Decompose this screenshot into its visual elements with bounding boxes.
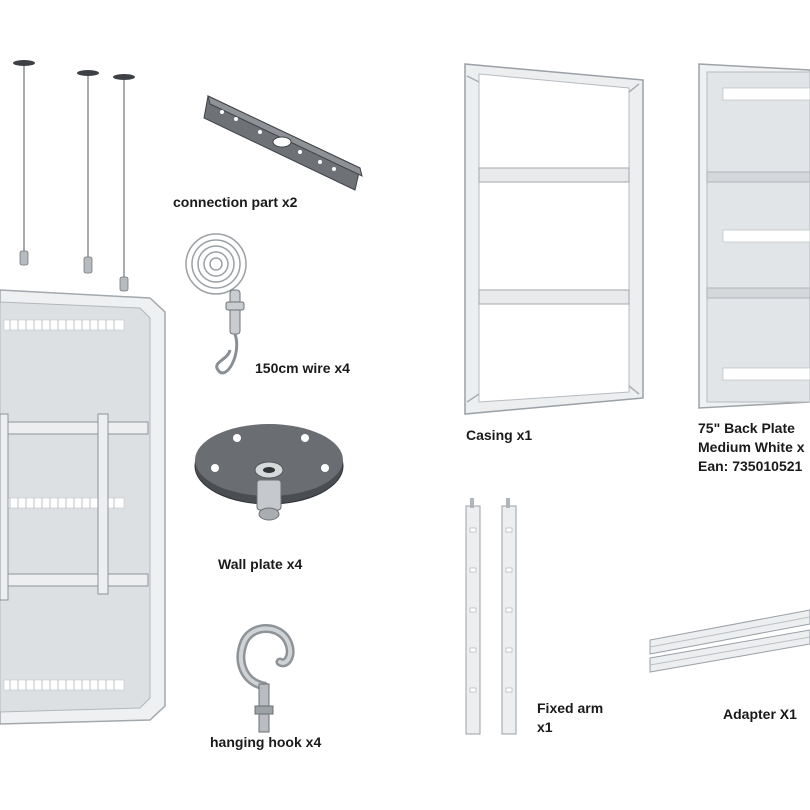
wall-plate-label: Wall plate x4 xyxy=(218,556,303,572)
back-plate-line1: 75" Back Plate xyxy=(698,420,795,436)
hanging-hook-icon xyxy=(230,622,296,734)
fixed-arm-line1: Fixed arm xyxy=(537,700,604,716)
back-plate-line3: Ean: 735010521 xyxy=(698,458,803,474)
casing-frame-icon xyxy=(463,62,645,417)
back-plate-line2: Medium White x xyxy=(698,439,805,455)
suspension-wires-icon xyxy=(10,55,140,295)
adapter-label: Adapter X1 xyxy=(723,706,797,722)
hanging-hook-label: hanging hook x4 xyxy=(210,734,322,750)
fixed-arm-line2: x1 xyxy=(537,719,553,735)
fixed-arm-icon xyxy=(462,498,522,738)
casing-label: Casing x1 xyxy=(466,427,533,443)
wire-label: 150cm wire x4 xyxy=(255,360,350,376)
wire-coil-icon xyxy=(182,232,262,384)
adapter-rail-icon xyxy=(646,606,810,680)
connection-bracket-icon xyxy=(200,92,365,204)
wall-plate-icon xyxy=(193,424,345,536)
back-plate-icon xyxy=(697,62,810,412)
mounted-display-icon xyxy=(0,288,168,738)
connection-part-label: connection part x2 xyxy=(173,194,298,210)
